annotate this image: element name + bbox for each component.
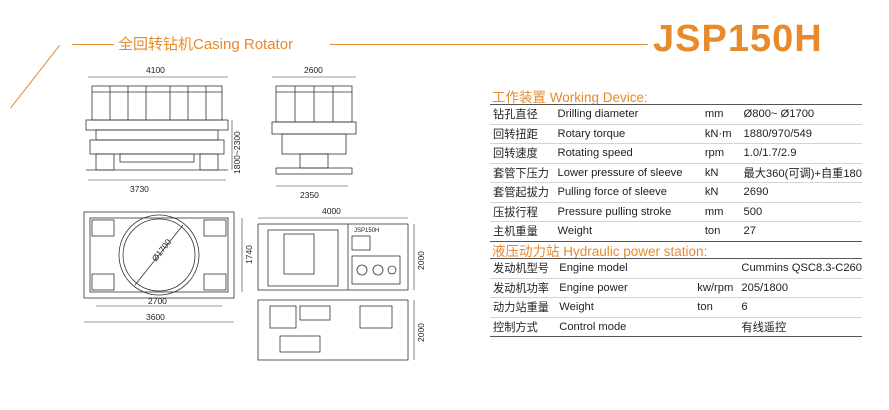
side-view-drawing [271,76,357,187]
spec-value: Cummins QSC8.3-C260 [738,258,862,279]
spec-label-cn: 控制方式 [490,317,557,337]
spec-label-en: Control mode [556,317,695,337]
spec-label-cn: 回转速度 [490,143,555,164]
spec-unit: mm [701,104,741,125]
spec-label-cn: 主机重量 [490,221,555,242]
spec-label-en: Weight [554,221,702,242]
spec-unit: ton [694,297,739,318]
spec-label-en: Engine model [556,258,695,279]
spec-label-en: Rotary torque [554,124,702,144]
spec-unit: kN [701,182,741,203]
spec-unit: kN [701,163,741,183]
dim-plan-outer: 3600 [146,312,165,322]
spec-unit [694,317,739,337]
power-station-drawing [257,217,415,361]
dim-station-height-bottom: 2000 [416,323,426,342]
spec-label-cn: 钻孔直径 [490,104,555,125]
spec-label-cn: 动力站重量 [490,297,557,318]
dim-plan-inner: 2700 [148,296,167,306]
spec-value: 1880/970/549 [740,124,862,144]
dim-base-front: 3730 [130,184,149,194]
header-decor-line-left [72,44,114,45]
spec-unit: ton [701,221,741,242]
spec-label-en: Pressure pulling stroke [554,202,702,222]
spec-unit: kw/rpm [694,278,739,298]
model-name: JSP150H [653,18,823,60]
spec-label-en: Engine power [556,278,695,298]
spec-value: 有线遥控 [738,317,862,337]
station-model-label: JSP150H [354,228,379,234]
dim-width-side: 2600 [304,65,323,75]
working-device-title: 工作装置 Working Device: [492,90,648,105]
plan-view-drawing [83,211,243,323]
spec-label-cn: 套管起拔力 [490,182,555,203]
dim-base-side: 2350 [300,190,319,200]
spec-label-cn: 压拔行程 [490,202,555,222]
front-view-drawing [85,76,233,181]
technical-drawings: 4100 3730 1800~2300 2600 2350 Ø1700 1740… [83,65,426,361]
spec-value: 最大360(可调)+自重180 [740,163,862,183]
spec-value: 6 [738,297,862,318]
page-title: 全回转钻机Casing Rotator [118,36,294,53]
spec-label-en: Weight [556,297,695,318]
spec-unit [694,258,739,279]
spec-unit: mm [701,202,741,222]
spec-label-cn: 发动机功率 [490,278,557,298]
dim-station-width: 4000 [322,206,341,216]
spec-value: 205/1800 [738,278,862,298]
dim-width-front: 4100 [146,65,165,75]
spec-label-cn: 套管下压力 [490,163,555,183]
spec-value: 1.0/1.7/2.9 [740,143,862,164]
dim-plan-diameter: Ø1700 [150,237,174,263]
spec-unit: rpm [701,143,741,164]
spec-value: 2690 [740,182,862,203]
hydraulic-station-title: 液压动力站 Hydraulic power station: [492,244,708,259]
dim-plan-height: 1740 [244,245,254,264]
spec-unit: kN·m [701,124,741,144]
dim-height-front: 1800~2300 [232,131,242,174]
spec-value: 27 [740,221,862,242]
spec-label-cn: 回转扭距 [490,124,555,144]
spec-label-en: Drilling diameter [554,104,702,125]
spec-label-en: Pulling force of sleeve [554,182,702,203]
spec-value: 500 [740,202,862,222]
spec-label-cn: 发动机型号 [490,258,557,279]
spec-value: Ø800~ Ø1700 [740,104,862,125]
header-decor-line-right [330,44,648,45]
spec-label-en: Lower pressure of sleeve [554,163,702,183]
dim-station-height-top: 2000 [416,251,426,270]
spec-label-en: Rotating speed [554,143,702,164]
